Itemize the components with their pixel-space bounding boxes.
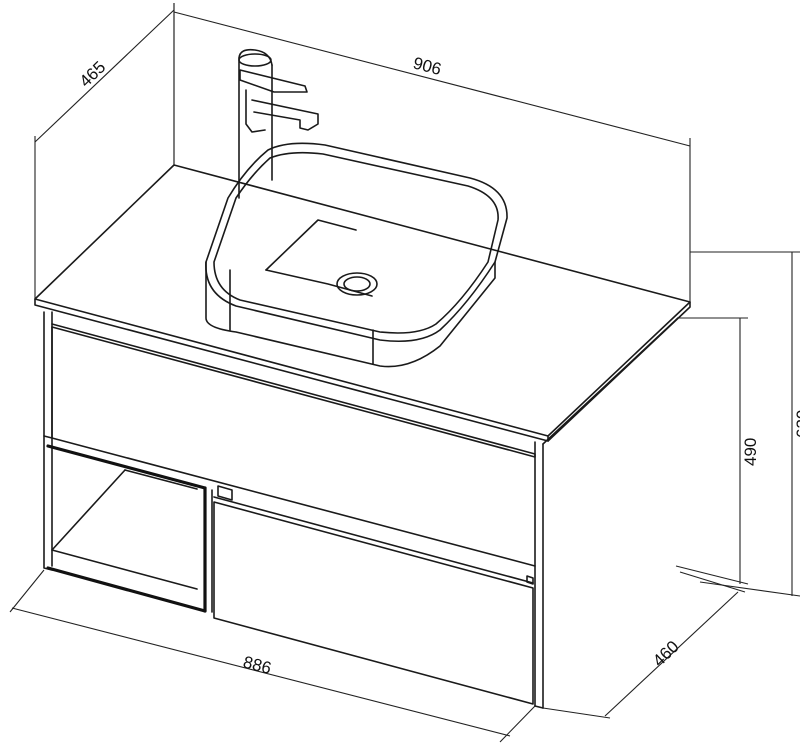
faucet bbox=[238, 48, 319, 199]
bottom-drawer bbox=[213, 485, 534, 705]
dimension-label-total-height: 630 bbox=[793, 410, 800, 438]
cabinet-body bbox=[43, 311, 679, 709]
open-shelf-frame bbox=[46, 444, 213, 613]
dimension-base-width: 886 bbox=[9, 569, 536, 743]
dimension-label-top-depth: 465 bbox=[76, 58, 110, 91]
dimension-top-width: 906 bbox=[173, 3, 691, 302]
dimension-label-base-width: 886 bbox=[241, 653, 273, 678]
dimension-label-body-height: 490 bbox=[741, 438, 760, 466]
dimension-body-height: 490 bbox=[675, 317, 760, 585]
dimension-base-depth: 460 bbox=[542, 571, 746, 719]
dimension-top-depth: 465 bbox=[34, 3, 175, 299]
dimension-total-height: 630 bbox=[690, 251, 800, 597]
dimension-label-base-depth: 460 bbox=[649, 637, 683, 670]
countertop bbox=[34, 164, 691, 442]
vessel-basin bbox=[205, 142, 508, 368]
